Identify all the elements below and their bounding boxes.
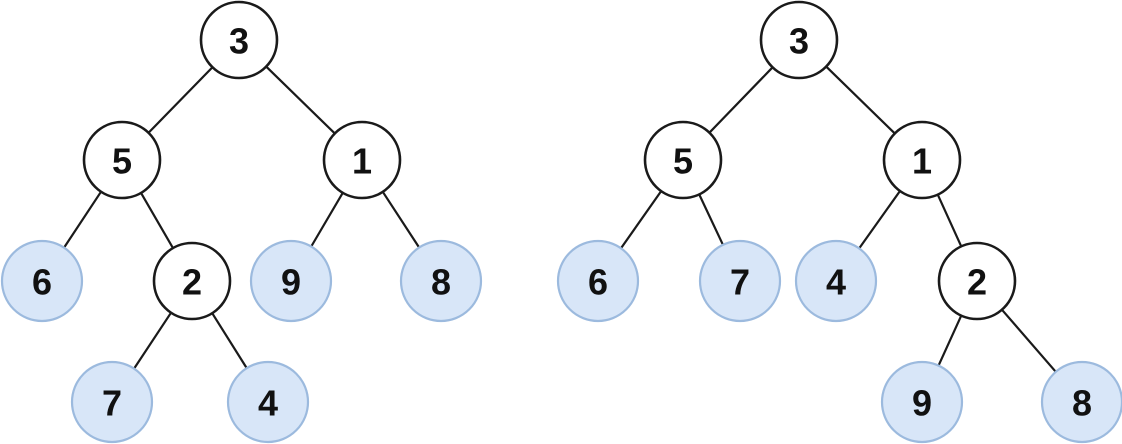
tree-node-L-6[interactable]: 6 [0, 239, 84, 323]
tree-edge-L-5-to-L-6 [62, 190, 103, 249]
tree-edge-L-3-to-L-5 [147, 66, 214, 134]
tree-node-R-9[interactable]: 9 [880, 360, 964, 444]
node-circle-leaf [226, 360, 310, 444]
node-label: 8 [1072, 383, 1092, 424]
node-label: 9 [281, 262, 301, 303]
tree-edge-L-2-to-L-7 [132, 311, 173, 370]
node-label: 7 [730, 262, 750, 303]
tree-edge-R-2-to-R-9 [937, 314, 963, 367]
node-label: 6 [32, 262, 52, 303]
node-circle-leaf [249, 239, 333, 323]
node-circle-leaf [1040, 360, 1122, 444]
node-circle-leaf [70, 360, 154, 444]
node-circle-leaf [698, 239, 782, 323]
node-circle-internal [199, 0, 279, 80]
tree-edge-R-2-to-R-8 [1000, 308, 1057, 373]
tree-edge-R-1-to-R-2 [936, 193, 963, 248]
tree-edge-L-1-to-L-9 [310, 191, 344, 248]
tree-edge-L-3-to-L-1 [265, 65, 336, 135]
tree-edge-L-2-to-L-4 [211, 312, 248, 370]
node-label: 9 [912, 383, 932, 424]
tree-node-L-3[interactable]: 3 [199, 0, 279, 80]
node-label: 4 [826, 262, 846, 303]
tree-node-L-9[interactable]: 9 [249, 239, 333, 323]
node-label: 2 [967, 262, 987, 303]
tree-edge-L-1-to-L-8 [381, 190, 421, 249]
node-circle-internal [937, 241, 1017, 321]
node-circle-leaf [794, 239, 878, 323]
tree-node-L-7[interactable]: 7 [70, 360, 154, 444]
node-circle-internal [643, 120, 723, 200]
tree-node-R-8[interactable]: 8 [1040, 360, 1122, 444]
node-label: 7 [102, 383, 122, 424]
tree-edge-L-5-to-L-2 [139, 191, 175, 250]
node-circle-leaf [399, 239, 483, 323]
tree-node-L-4[interactable]: 4 [226, 360, 310, 444]
node-circle-leaf [556, 239, 640, 323]
node-label: 6 [588, 262, 608, 303]
tree-node-L-8[interactable]: 8 [399, 239, 483, 323]
node-label: 2 [182, 262, 202, 303]
tree-node-R-6[interactable]: 6 [556, 239, 640, 323]
tree-node-R-3[interactable]: 3 [759, 0, 839, 80]
tree-edge-R-5-to-R-7 [698, 193, 725, 246]
node-circle-internal [882, 120, 962, 200]
edges-layer [62, 65, 1057, 373]
node-label: 3 [789, 21, 809, 62]
tree-node-R-5[interactable]: 5 [643, 120, 723, 200]
node-circle-internal [82, 120, 162, 200]
tree-node-R-2[interactable]: 2 [937, 241, 1017, 321]
tree-node-R-7[interactable]: 7 [698, 239, 782, 323]
tree-node-L-2[interactable]: 2 [152, 241, 232, 321]
tree-edge-R-3-to-R-1 [825, 65, 896, 135]
right-tree-nodes: 3 5 1 6 7 4 2 9 8 [556, 0, 1122, 444]
node-label: 5 [112, 141, 132, 182]
tree-node-L-1[interactable]: 1 [322, 120, 402, 200]
left-tree-nodes: 3 5 1 6 2 9 8 7 4 [0, 0, 483, 444]
node-circle-leaf [0, 239, 84, 323]
node-circle-internal [322, 120, 402, 200]
node-circle-leaf [880, 360, 964, 444]
node-label: 4 [258, 383, 278, 424]
node-circle-internal [152, 241, 232, 321]
node-label: 5 [673, 141, 693, 182]
node-label: 1 [352, 141, 372, 182]
tree-edge-R-5-to-R-6 [619, 189, 663, 250]
node-circle-internal [759, 0, 839, 80]
left-tree-edges [62, 65, 421, 370]
tree-edge-R-3-to-R-5 [708, 66, 774, 134]
node-label: 1 [912, 141, 932, 182]
tree-node-R-4[interactable]: 4 [794, 239, 878, 323]
node-label: 8 [431, 262, 451, 303]
right-tree-edges [619, 65, 1057, 373]
tree-edge-R-1-to-R-4 [858, 189, 902, 250]
tree-node-L-5[interactable]: 5 [82, 120, 162, 200]
node-label: 3 [229, 21, 249, 62]
tree-node-R-1[interactable]: 1 [882, 120, 962, 200]
